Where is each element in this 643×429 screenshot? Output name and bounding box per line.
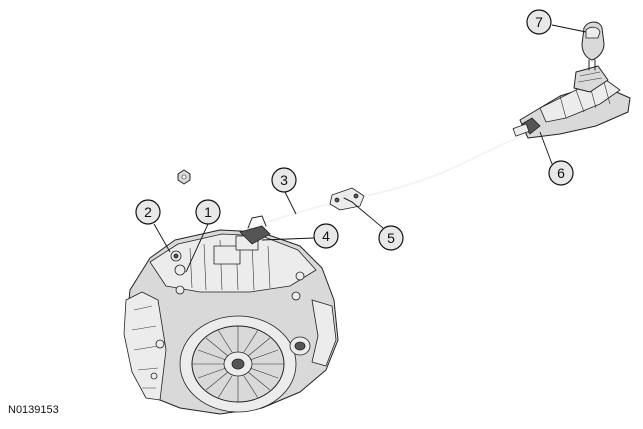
cable-bracket xyxy=(329,187,365,211)
callout-4-label: 4 xyxy=(322,228,330,244)
nut xyxy=(177,169,191,185)
torque-converter xyxy=(179,315,297,413)
callout-3-label: 3 xyxy=(280,172,288,188)
shift-knob xyxy=(581,21,605,71)
callout-2: 2 xyxy=(135,199,161,225)
figure-id: N0139153 xyxy=(8,404,59,416)
callout-3: 3 xyxy=(271,167,297,193)
callout-7-label: 7 xyxy=(535,14,543,30)
selector-lever-assembly xyxy=(512,65,631,139)
callout-4: 4 xyxy=(313,223,339,249)
callout-2-label: 2 xyxy=(144,204,152,220)
callout-5-label: 5 xyxy=(387,230,395,246)
callout-6: 6 xyxy=(548,160,574,186)
transmission xyxy=(123,215,339,415)
callout-5: 5 xyxy=(378,225,404,251)
leader-lines xyxy=(153,24,587,273)
callout-1: 1 xyxy=(195,199,221,225)
shift-cable xyxy=(249,133,529,229)
callout-6-label: 6 xyxy=(557,165,565,181)
callout-1-label: 1 xyxy=(204,204,212,220)
callout-7: 7 xyxy=(526,9,552,35)
